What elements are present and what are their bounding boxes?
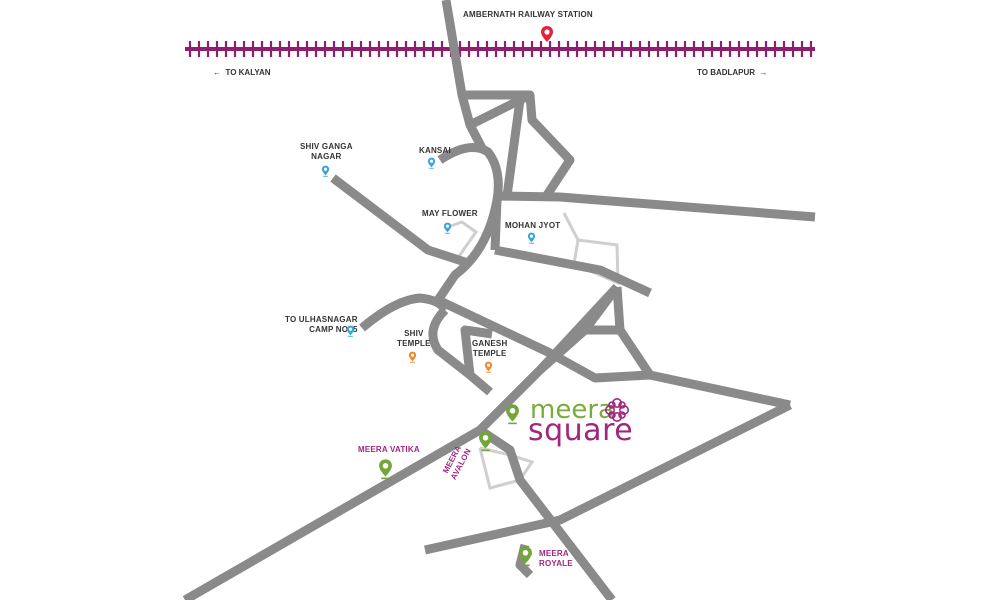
temple-pin-icon: [408, 350, 417, 368]
may-flower-label: MAY FLOWER: [422, 209, 478, 218]
ulhasnagar-label: TO ULHASNAGAR CAMP NO. 5: [285, 315, 358, 334]
temple-pin-icon: [484, 360, 493, 378]
kansai-label: KANSAI: [419, 146, 451, 155]
meera-vatika-label: MEERA VATIKA: [358, 445, 420, 454]
meera-royale-label: MEERA ROYALE: [539, 549, 573, 568]
to-badlapur-label: TO BADLAPUR →: [697, 68, 768, 77]
meera-vatika-pin-icon: [378, 458, 393, 485]
meera-avalon-pin-icon: [478, 430, 493, 457]
shiv-ganga-label: SHIV GANGA NAGAR: [300, 142, 353, 161]
location-pin-icon: [346, 324, 355, 342]
mohan-jyot-label: MOHAN JYOT: [505, 221, 561, 230]
logo-flower-icon: [605, 398, 629, 422]
left-arrow-icon: ←: [213, 68, 226, 77]
right-arrow-icon: →: [755, 68, 768, 77]
logo-square-text: square: [528, 413, 634, 448]
meera-square-pin-icon: [505, 403, 520, 430]
major-roads: [182, 0, 816, 600]
station-label: AMBERNATH RAILWAY STATION: [463, 10, 593, 19]
ganesh-temple-label: GANESH TEMPLE: [472, 339, 508, 358]
shiv-temple-label: SHIV TEMPLE: [397, 329, 431, 348]
location-pin-icon: [427, 156, 436, 174]
station-pin-icon: [540, 25, 554, 50]
location-pin-icon: [443, 221, 452, 239]
to-kalyan-label: ← TO KALYAN: [213, 68, 271, 77]
location-pin-icon: [321, 164, 330, 182]
location-pin-icon: [527, 231, 536, 249]
meera-royale-pin-icon: [518, 545, 533, 572]
logo-meera-text: meera: [530, 395, 614, 425]
meera-square-logo: meera square: [508, 395, 658, 448]
railway-track: [185, 41, 815, 57]
